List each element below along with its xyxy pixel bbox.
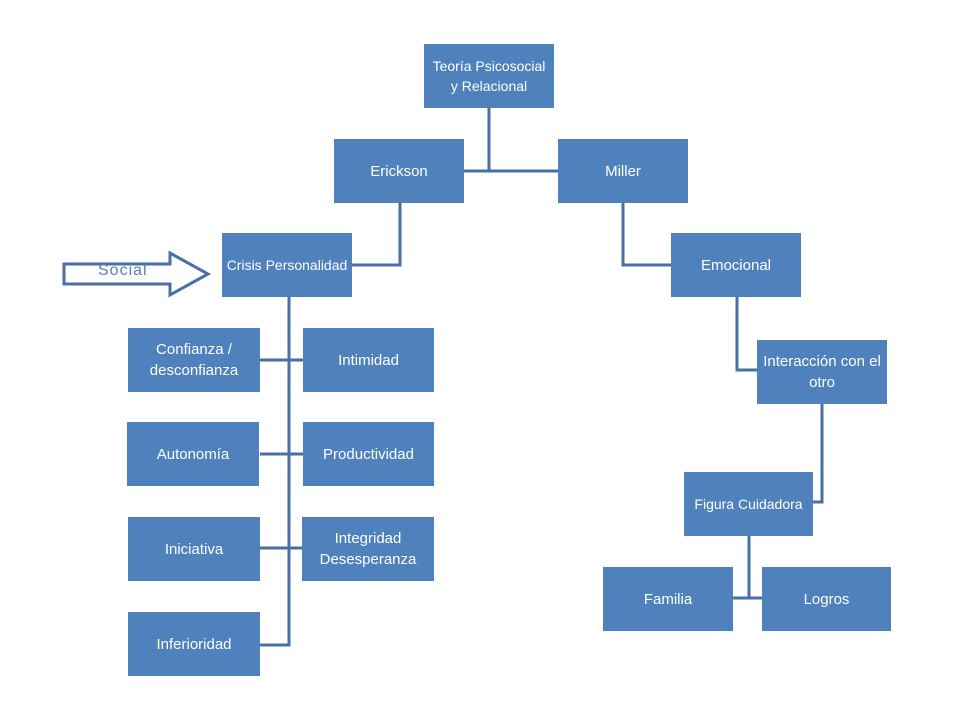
node-figura: Figura Cuidadora [684,472,813,536]
social-arrow-icon [62,250,212,298]
node-crisis: Crisis Personalidad [222,233,352,297]
node-confianza: Confianza / desconfianza [128,328,260,392]
node-root: Teoría Psicosocial y Relacional [424,44,554,108]
node-erickson: Erickson [334,139,464,203]
connector-root [464,108,558,173]
node-autonomia: Autonomía [127,422,259,486]
connector-crisis-spine [260,297,291,647]
node-iniciativa: Iniciativa [128,517,260,581]
connector-interaccion-figura [812,404,824,504]
node-productividad: Productividad [303,422,434,486]
node-emocional: Emocional [671,233,801,297]
connector-emocional-interaccion [735,297,757,372]
node-intimidad: Intimidad [303,328,434,392]
node-inferioridad: Inferioridad [128,612,260,676]
node-miller: Miller [558,139,688,203]
connector-erickson-crisis [352,203,402,267]
node-interaccion: Interacción con el otro [757,340,887,404]
social-annotation: Social [98,262,148,279]
node-integridad: Integridad Desesperanza [302,517,434,581]
connector-miller-emocional [621,203,671,267]
node-familia: Familia [603,567,733,631]
connector-figura-children [733,536,762,600]
node-logros: Logros [762,567,891,631]
